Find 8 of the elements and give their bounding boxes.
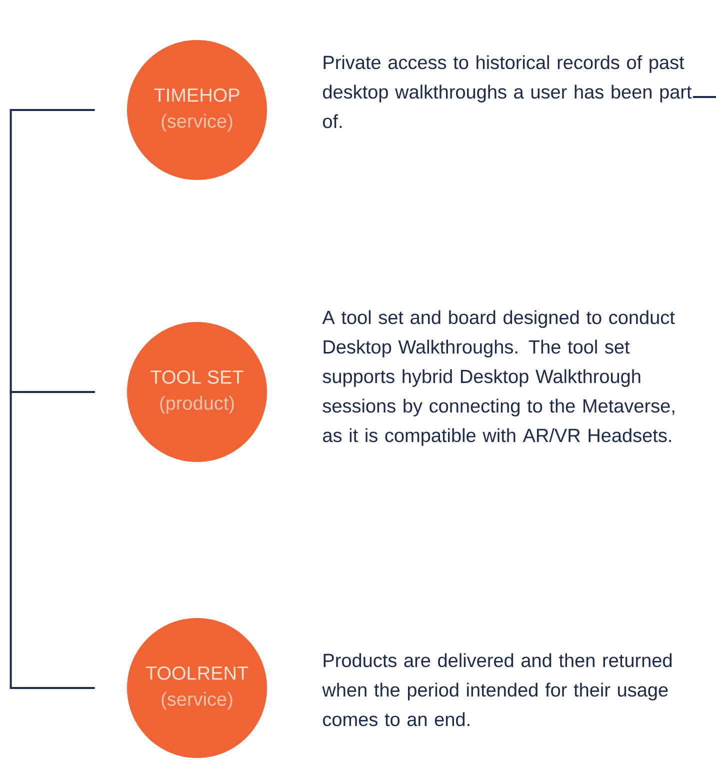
description-text: Products are delivered and then returned when the period intended for their usage comes to an end. [322,653,672,726]
circle-node: TIMEHOP (service) [127,40,267,180]
description-text: A tool set and board designed to conduct Desktop Walkthroughs. The tool set supports hybrid Desktop Walkthrough sessions by connecting to the Metaverse, as it is compatible with AR/VR Headsets. [322,310,675,446]
bracket-line [10,391,95,689]
circle-node: TOOL SET (product) [127,322,267,462]
description-text: Private access to historical records of past desktop walkthroughs a user has been part of. [323,55,692,128]
circle-node: TOOLRENT (service) [127,618,267,758]
bracket-line [10,109,95,393]
